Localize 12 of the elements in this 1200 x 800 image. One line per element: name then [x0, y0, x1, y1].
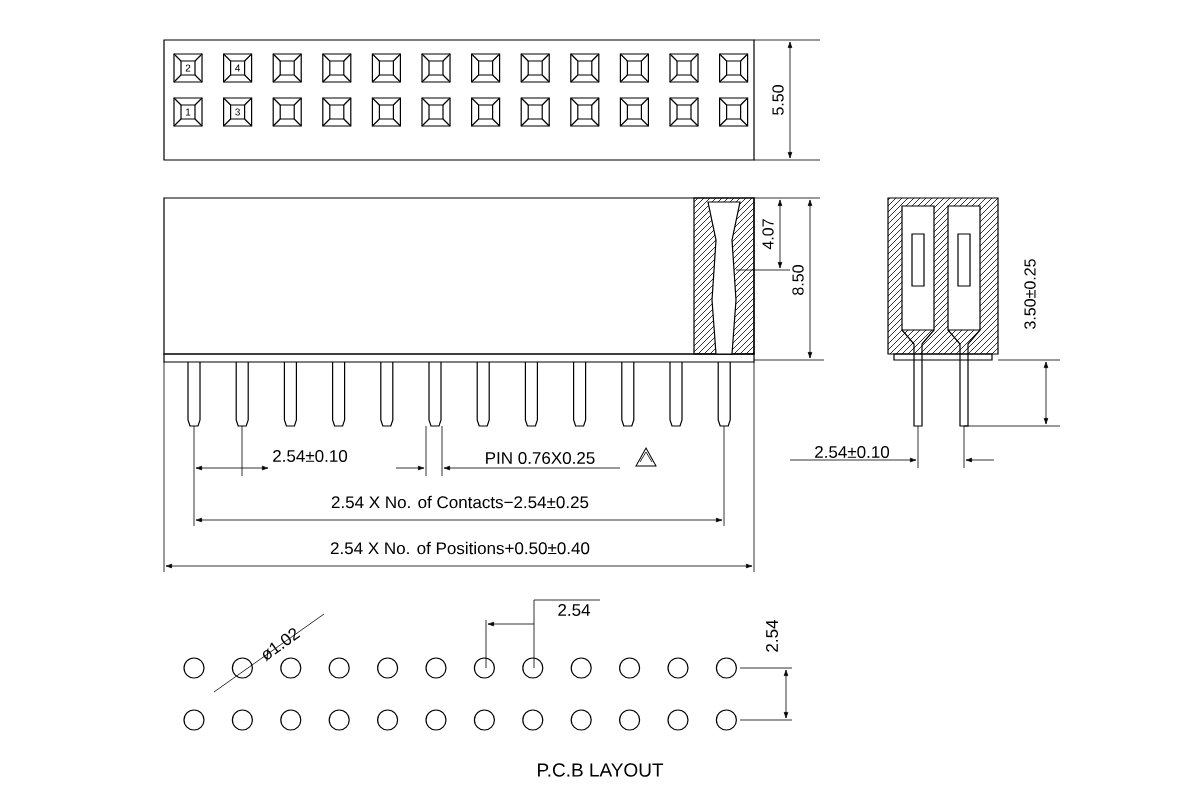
dimension-label: PIN 0.76X0.25	[486, 452, 595, 464]
dimension-label: 5.50	[772, 85, 784, 115]
dimension-label: 2.54±0.10	[273, 450, 348, 462]
dimension-label: 3.50±0.25	[1024, 259, 1036, 329]
dimension-label: 2.54±0.10	[815, 446, 890, 458]
dimension-label: 2.54	[766, 619, 778, 652]
dimension-label: 2.54 X No. of Contacts−2.54±0.25	[331, 495, 589, 509]
dimension-label: 4.07	[762, 219, 774, 250]
layout-title: P.C.B LAYOUT	[538, 763, 664, 777]
dimension-label: 2.54 X No. of Positions+0.50±0.40	[330, 541, 590, 555]
dimension-label: 8.50	[792, 265, 804, 295]
dimension-label: 2.54	[558, 604, 591, 616]
